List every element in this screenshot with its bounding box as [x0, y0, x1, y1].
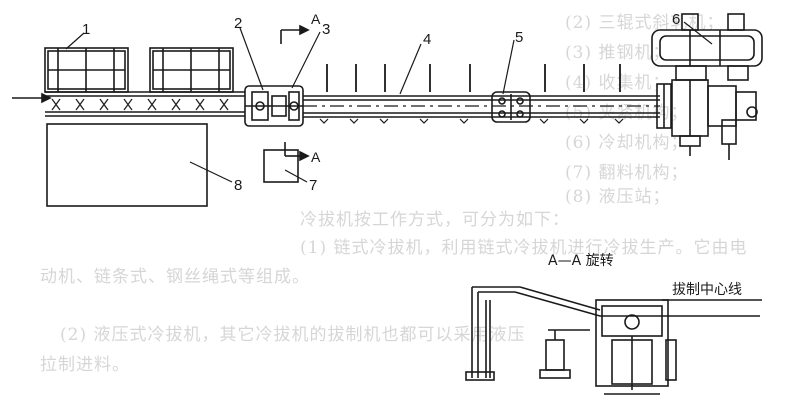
callout-3: 3	[322, 21, 331, 38]
bench-chevrons	[319, 118, 624, 124]
feeding-device	[244, 85, 304, 127]
bleed-text-line: (2) 液压式冷拔机，其它冷拔机的拔制机也都可以采用液压	[60, 325, 526, 345]
storage-rack-1	[44, 47, 129, 93]
section-view-aa	[465, 286, 762, 395]
callout-5: 5	[515, 29, 524, 46]
marking-device	[263, 142, 310, 183]
storage-rack-2	[149, 47, 234, 93]
drawing-bench	[303, 95, 660, 118]
callout-1: 1	[82, 21, 91, 38]
bleed-text-line: (2) 三辊式斜轧机；	[565, 13, 725, 33]
section-marker-top: A	[311, 11, 321, 27]
bleed-text-line: (6) 冷却机构；	[565, 133, 689, 153]
callout-8: 8	[234, 177, 243, 194]
bleed-text-line: (1) 链式冷拔机，利用链式冷拔机进行冷拔生产。它由电	[300, 238, 748, 258]
bleed-text-line: 动机、链条式、钢丝绳式等组成。	[40, 267, 310, 287]
bleed-text-line: (7) 翻料机构；	[565, 163, 689, 183]
main-drive	[651, 13, 763, 160]
centerline-label: 拔制中心线	[672, 282, 742, 298]
feed-conveyor	[45, 91, 245, 117]
callout-2: 2	[234, 15, 243, 32]
leader-lines	[65, 21, 713, 183]
hydraulic-station	[46, 123, 208, 207]
callout-6: 6	[672, 11, 681, 28]
drawing-carriage	[491, 91, 531, 123]
section-arrow-top	[280, 24, 310, 44]
bleed-text-line: (4) 收集机；	[565, 73, 671, 93]
rotation-caption: A—A 旋转	[548, 253, 614, 269]
section-marker-mid: A	[311, 149, 321, 165]
bleed-text-line: 拉制进料。	[40, 355, 130, 375]
bleed-text-line: 冷拔机按工作方式，可分为如下：	[300, 210, 570, 230]
callout-4: 4	[423, 31, 432, 48]
feed-arrow	[12, 92, 52, 104]
callout-7: 7	[309, 177, 318, 194]
bench-stands	[326, 64, 621, 92]
bleed-text-line: (3) 推钢机；	[565, 43, 671, 63]
bleed-text-line: (8) 液压站；	[565, 187, 671, 207]
